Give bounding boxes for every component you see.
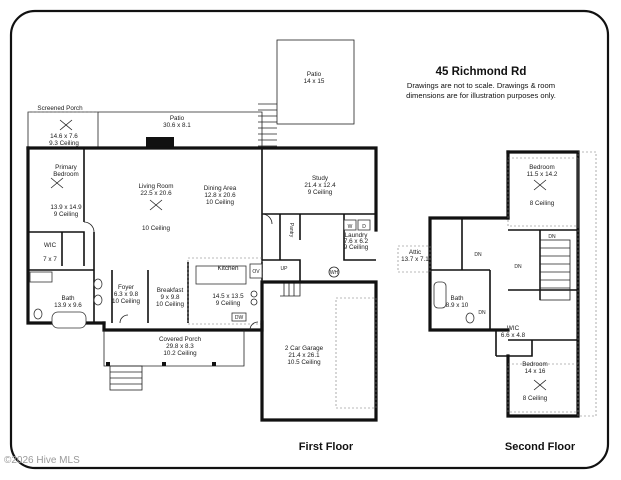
- wic-second-name: WIC: [507, 325, 520, 332]
- disclaimer-line-1: Drawings are not to scale. Drawings & ro…: [407, 81, 555, 90]
- patio-top-outline: [276, 39, 355, 125]
- laundry-name: Laundry: [345, 232, 369, 239]
- washer-label: W: [348, 224, 353, 230]
- ceiling-fan-icon-2: [533, 179, 547, 391]
- bath-second-name: Bath: [451, 295, 464, 302]
- covered-porch-dims: 29.8 x 8.3: [166, 343, 194, 350]
- wic-first-dims: 7 x 7: [43, 256, 57, 263]
- laundry-ceiling: 9 Ceiling: [344, 244, 369, 251]
- bath-first-name: Bath: [62, 295, 75, 302]
- laundry-dims: 7.6 x 6.2: [344, 238, 369, 245]
- foyer-name: Foyer: [118, 284, 134, 291]
- attic-name: Attic: [409, 249, 421, 256]
- bedroom-top-ceiling: 8 Ceiling: [530, 200, 555, 207]
- stairs-up-label: UP: [281, 266, 289, 272]
- covered-porch-name: Covered Porch: [159, 336, 201, 343]
- breakfast-name: Breakfast: [157, 287, 184, 294]
- patio-top-dims: 14 x 15: [304, 78, 325, 85]
- screened-porch-dims: 14.6 x 7.6: [50, 133, 78, 140]
- living-room-name: Living Room: [139, 183, 174, 190]
- bathtub: [51, 311, 87, 329]
- fireplace: [146, 137, 174, 149]
- foyer-ceiling: 10 Ceiling: [112, 298, 141, 305]
- screened-porch-name: Screened Porch: [37, 105, 83, 112]
- dining-area-ceiling: 10 Ceiling: [206, 199, 235, 206]
- dining-area-dims: 12.8 x 20.6: [204, 192, 236, 199]
- garage-outline: [260, 280, 378, 422]
- living-room-ceiling: 10 Ceiling: [142, 225, 171, 232]
- house-wall-north: [26, 146, 378, 232]
- garage-ceiling: 10.5 Ceiling: [287, 359, 321, 366]
- kitchen-dims: 14.5 x 13.5: [212, 293, 244, 300]
- garage-dims: 21.4 x 26.1: [288, 352, 320, 359]
- wic-second-dims: 6.6 x 4.8: [501, 332, 526, 339]
- ceiling-fan-icon: [50, 119, 163, 211]
- wic-first-name: WIC: [44, 242, 57, 249]
- stairs-down-label-1: DN: [548, 234, 556, 240]
- primary-bedroom-ceiling: 9 Ceiling: [54, 211, 79, 218]
- patio-main-dims: 30.6 x 8.1: [163, 122, 191, 129]
- dishwasher-label: DW: [235, 315, 244, 321]
- screened-porch-ceiling: 9.3 Ceiling: [49, 140, 79, 147]
- oven-label: OV: [252, 269, 260, 275]
- stairs-first: [280, 281, 301, 297]
- study-name: Study: [312, 175, 329, 182]
- first-floor-plan: OV DW W D WH UP: [26, 39, 378, 422]
- disclaimer-line-2: dimensions are for illustration purposes…: [406, 91, 556, 100]
- stairs-down-label-4: DN: [478, 310, 486, 316]
- bedroom-bottom-name: Bedroom: [522, 361, 548, 368]
- second-floor-plan: DN DN DN DN Bedroom 11.5 x 14.2 8 Ceilin…: [397, 150, 597, 418]
- study-dims: 21.4 x 12.4: [304, 182, 336, 189]
- foyer-dims: 6.3 x 9.8: [114, 291, 139, 298]
- attic-outline: [397, 245, 431, 273]
- kitchen-island: [195, 265, 247, 285]
- pantry-name: Pantry: [288, 223, 294, 238]
- stairs-down-label-3: DN: [514, 264, 522, 270]
- bedroom-bottom-dims: 14 x 16: [525, 368, 546, 375]
- bedroom-bottom-ceiling: 8 Ceiling: [523, 395, 548, 402]
- primary-bedroom-dims: 13.9 x 14.9: [50, 204, 82, 211]
- oven: [249, 263, 263, 279]
- breakfast-dims: 9 x 9.8: [161, 294, 180, 301]
- kitchen-name: Kitchen: [217, 265, 239, 272]
- covered-porch-outline: [103, 330, 245, 367]
- second-floor-label: Second Floor: [505, 441, 576, 453]
- patio-top-name: Patio: [307, 71, 322, 78]
- bedroom-top-name: Bedroom: [529, 164, 555, 171]
- address-title: 45 Richmond Rd: [436, 66, 527, 78]
- bath-first-dims: 13.9 x 9.6: [54, 302, 82, 309]
- covered-porch-ceiling: 10.2 Ceiling: [163, 350, 197, 357]
- dryer-label: D: [362, 224, 366, 230]
- first-floor-label: First Floor: [299, 441, 354, 453]
- stairs-second: [539, 239, 571, 301]
- breakfast-ceiling: 10 Ceiling: [156, 301, 185, 308]
- water-heater-label: WH: [330, 270, 339, 276]
- bedroom-top-dims: 11.5 x 14.2: [527, 171, 558, 178]
- second-floor-wall-west: [428, 216, 510, 332]
- watermark: ©2026 Hive MLS: [4, 455, 80, 466]
- stairs-down-label-2: DN: [474, 252, 482, 258]
- second-floor-wall-east: [506, 150, 580, 418]
- garage-door: [335, 297, 377, 409]
- dishwasher: [231, 312, 247, 322]
- patio-main-outline: [97, 111, 263, 148]
- dining-area-name: Dining Area: [204, 185, 237, 192]
- primary-bedroom-name-2: Bedroom: [53, 171, 79, 178]
- living-room-dims: 22.5 x 20.6: [140, 190, 172, 197]
- water-heater: [328, 266, 340, 278]
- study-ceiling: 9 Ceiling: [308, 189, 333, 196]
- outer-frame: [9, 9, 610, 470]
- kitchen-ceiling: 9 Ceiling: [216, 300, 241, 307]
- primary-bedroom-name: Primary: [55, 164, 78, 171]
- bath-second-dims: 8.9 x 10: [446, 302, 469, 309]
- patio-main-name: Patio: [170, 115, 185, 122]
- attic-dims: 13.7 x 7.1: [401, 256, 429, 263]
- garage-name: 2 Car Garage: [285, 345, 324, 352]
